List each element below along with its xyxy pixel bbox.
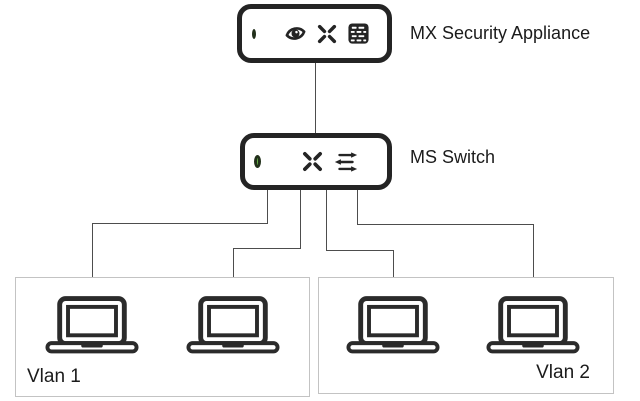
status-led <box>254 155 261 168</box>
laptop-icon <box>186 296 280 355</box>
ms-label: MS Switch <box>410 147 496 167</box>
wire-port3-drop <box>326 189 327 250</box>
converge-icon <box>316 23 338 45</box>
wire-port2-drop <box>300 189 301 248</box>
eye-icon <box>284 22 307 45</box>
wire-port4-drop <box>357 189 358 224</box>
wire-port4-run <box>357 224 533 225</box>
ms-icon-row <box>301 150 359 174</box>
wire-port1-drop <box>267 189 268 224</box>
laptop-icon <box>45 296 139 355</box>
converge-icon <box>301 150 324 173</box>
wire-port2-run <box>233 248 301 249</box>
mx-icon-row <box>284 22 370 45</box>
firewall-grid-icon <box>347 22 370 45</box>
laptop-icon <box>486 296 580 355</box>
laptop-icon <box>346 296 440 355</box>
wire-mx-to-switch <box>315 62 316 133</box>
switch-arrows-icon <box>333 150 359 174</box>
wire-port3-to-laptop3 <box>393 250 394 300</box>
mx-label: MX Security Appliance <box>410 23 591 43</box>
mx-security-appliance-node <box>237 4 392 63</box>
wire-port2-to-laptop2 <box>233 248 234 300</box>
wire-port4-to-laptop4 <box>533 224 534 300</box>
vlan2-label: Vlan 2 <box>536 362 590 383</box>
vlan1-label: Vlan 1 <box>27 366 81 387</box>
status-led <box>252 28 256 39</box>
wire-port1-run <box>92 223 268 224</box>
wire-port1-to-laptop1 <box>92 223 93 300</box>
ms-switch-node <box>240 133 392 190</box>
wire-port3-run <box>326 250 393 251</box>
